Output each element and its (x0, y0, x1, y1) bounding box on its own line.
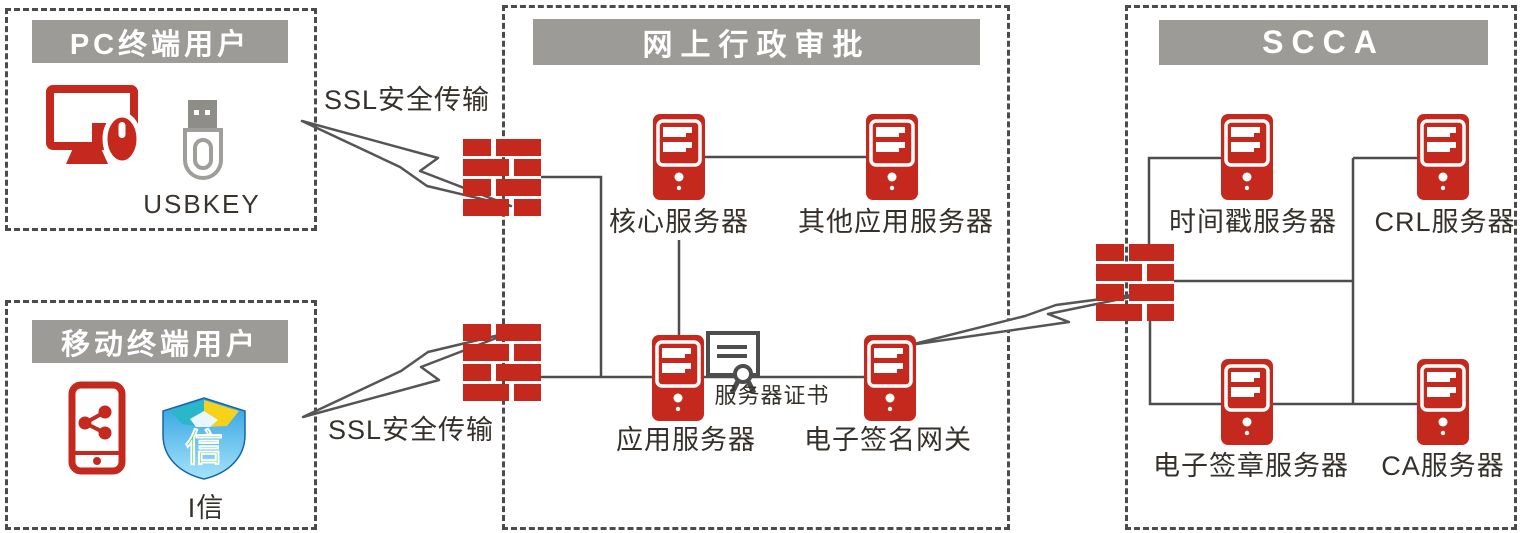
group-header-online-approval: 网上行政审批 (533, 19, 980, 65)
lightning-bolt-icon-bottom (301, 330, 514, 419)
label-server-cert: 服务器证书 (714, 383, 830, 408)
label-core-server: 核心服务器 (609, 207, 749, 237)
ssl-label-top: SSL安全传输 (323, 85, 491, 115)
usbkey-caption: USBKEY (143, 189, 261, 219)
ssl-label-bottom: SSL安全传输 (327, 415, 495, 445)
label-other-app-server: 其他应用服务器 (798, 207, 994, 237)
group-box-scca: SCCA (1125, 5, 1517, 530)
label-eseal-server: 电子签章服务器 (1153, 451, 1349, 481)
group-box-pc-terminal: PC终端用户 (5, 8, 317, 231)
label-ca-server: CA服务器 (1381, 451, 1505, 481)
label-crl-server: CRL服务器 (1374, 207, 1516, 237)
label-esign-gateway: 电子签名网关 (804, 425, 972, 455)
label-app-server: 应用服务器 (616, 425, 756, 455)
group-header-scca: SCCA (1159, 20, 1488, 65)
group-box-mobile-terminal: 移动终端用户 (5, 300, 317, 530)
lightning-bolt-icon-top (300, 119, 513, 208)
group-box-online-approval: 网上行政审批 (502, 5, 1010, 530)
group-header-mobile-terminal: 移动终端用户 (32, 320, 288, 363)
group-header-pc-terminal: PC终端用户 (32, 20, 288, 63)
ixin-caption: I信 (187, 493, 225, 523)
label-timestamp-server: 时间戳服务器 (1169, 207, 1337, 237)
